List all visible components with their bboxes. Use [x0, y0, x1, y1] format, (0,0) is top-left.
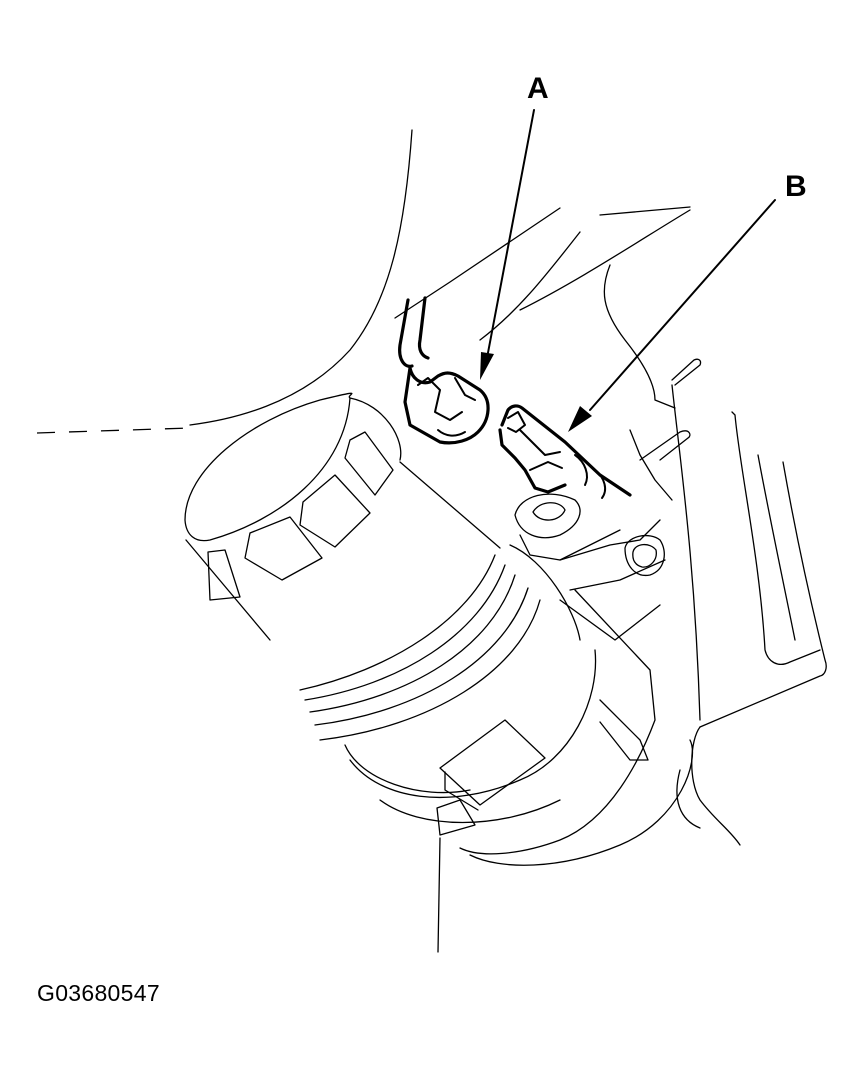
callout-label-a: A [527, 72, 549, 105]
engine-bracket [603, 264, 827, 846]
sensor-b [498, 404, 632, 499]
figure-id: G03680547 [37, 980, 160, 1006]
callout-arrow-b [568, 199, 776, 432]
oil-filter [184, 392, 597, 836]
engine-block-outline [36, 129, 691, 434]
filter-housing [437, 429, 694, 953]
connector-a [398, 296, 490, 445]
callout-arrow-a [480, 109, 535, 380]
callout-label-b: B [785, 170, 807, 203]
